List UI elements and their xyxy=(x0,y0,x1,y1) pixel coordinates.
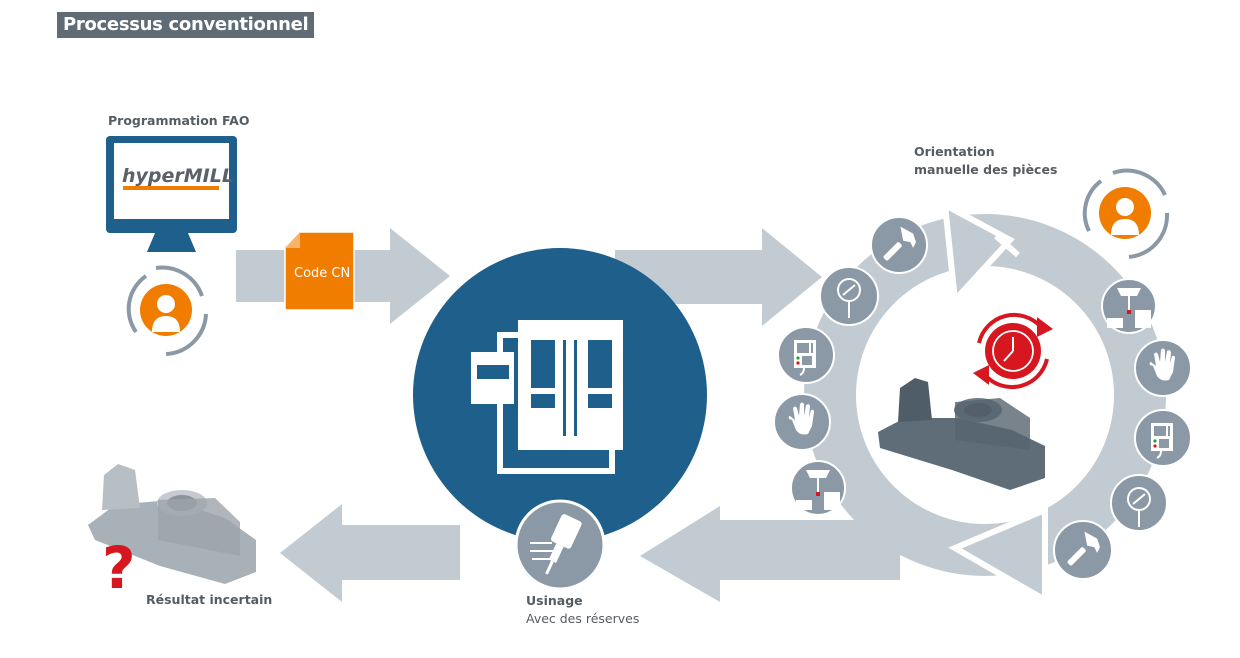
monitor-icon: hyperMILL xyxy=(106,136,237,252)
programmer-user-icon xyxy=(126,265,208,356)
result-part-image xyxy=(88,464,256,584)
probe-icon xyxy=(790,460,846,516)
orientation-label-line2: manuelle des pièces xyxy=(914,162,1058,177)
document-icon: Code CN xyxy=(284,231,355,311)
dial-gauge-icon xyxy=(1110,474,1168,532)
result-label: Résultat incertain xyxy=(146,592,273,607)
spindle-icon xyxy=(514,499,606,591)
cnc-machine-icon xyxy=(413,248,707,542)
operator-user-icon xyxy=(1082,168,1170,259)
orientation-label-line1: Orientation xyxy=(914,144,995,159)
question-mark-icon: ? xyxy=(102,534,136,602)
workpiece-part-image xyxy=(878,378,1045,490)
clock-cycle-icon xyxy=(973,312,1053,390)
hammer-icon xyxy=(1053,520,1113,580)
hand-icon xyxy=(773,393,831,451)
machining-sublabel: Avec des réserves xyxy=(526,611,640,626)
page-title: Processus conventionnel xyxy=(57,12,315,38)
control-panel-icon xyxy=(1134,409,1192,467)
flow-arrow-to-result xyxy=(280,504,460,602)
cam-programming-label: Programmation FAO xyxy=(108,113,250,128)
machining-label: Usinage xyxy=(526,593,583,608)
flow-arrow-from-orientation xyxy=(640,506,900,602)
control-panel-icon xyxy=(777,326,835,384)
dial-gauge-icon xyxy=(819,266,879,326)
nc-code-label: Code CN xyxy=(294,266,350,281)
hand-icon xyxy=(1134,339,1192,397)
probe-icon xyxy=(1101,278,1157,334)
hypermill-logo: hyperMILL xyxy=(122,165,234,187)
hammer-icon xyxy=(870,216,928,274)
